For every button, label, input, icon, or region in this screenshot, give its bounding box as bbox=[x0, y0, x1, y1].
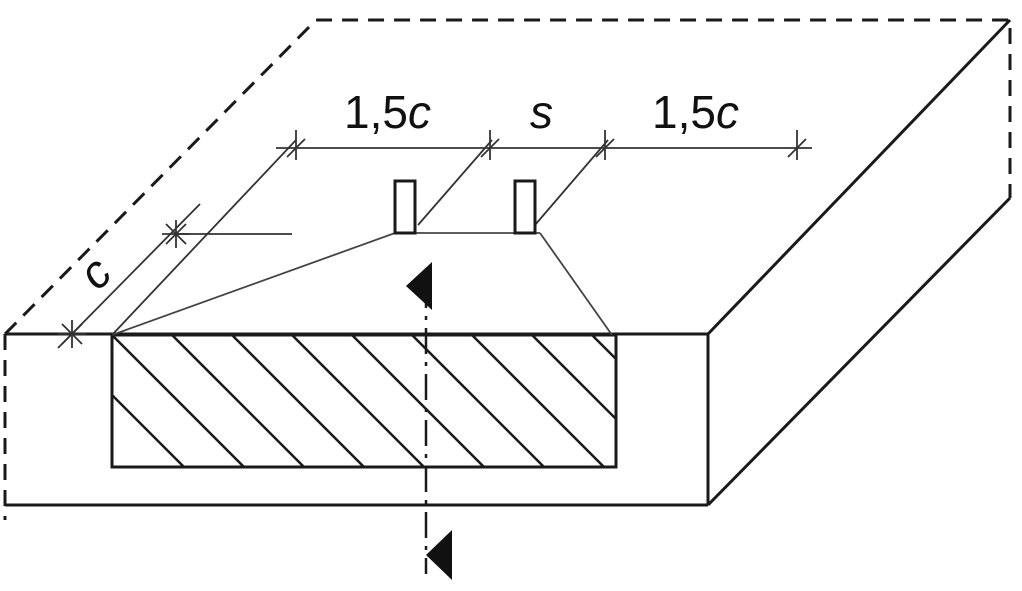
section-arrow-top bbox=[406, 262, 432, 310]
dim-label-right: 1,5c bbox=[652, 86, 739, 138]
edge-distance-dimension-line bbox=[57, 203, 201, 349]
marker-star-upper bbox=[162, 220, 190, 248]
projection-lines bbox=[111, 232, 613, 336]
top-dimension-line bbox=[276, 130, 812, 160]
anchor-right bbox=[513, 179, 537, 235]
dim-label-left: 1,5c bbox=[344, 86, 431, 138]
slab-top-right-edge bbox=[706, 18, 1012, 336]
section-arrow-bottom bbox=[426, 530, 452, 580]
dim-label-spacing: s bbox=[530, 86, 553, 138]
slab-top-dashed-outline bbox=[3, 18, 1012, 336]
projected-area-hatching bbox=[112, 335, 616, 467]
projected-area-rectangle bbox=[110, 333, 618, 469]
marker-star-lower bbox=[58, 320, 86, 348]
slab-bottom-right-edge bbox=[706, 196, 1012, 507]
anchor-left bbox=[393, 179, 417, 235]
extension-lines bbox=[111, 139, 609, 336]
